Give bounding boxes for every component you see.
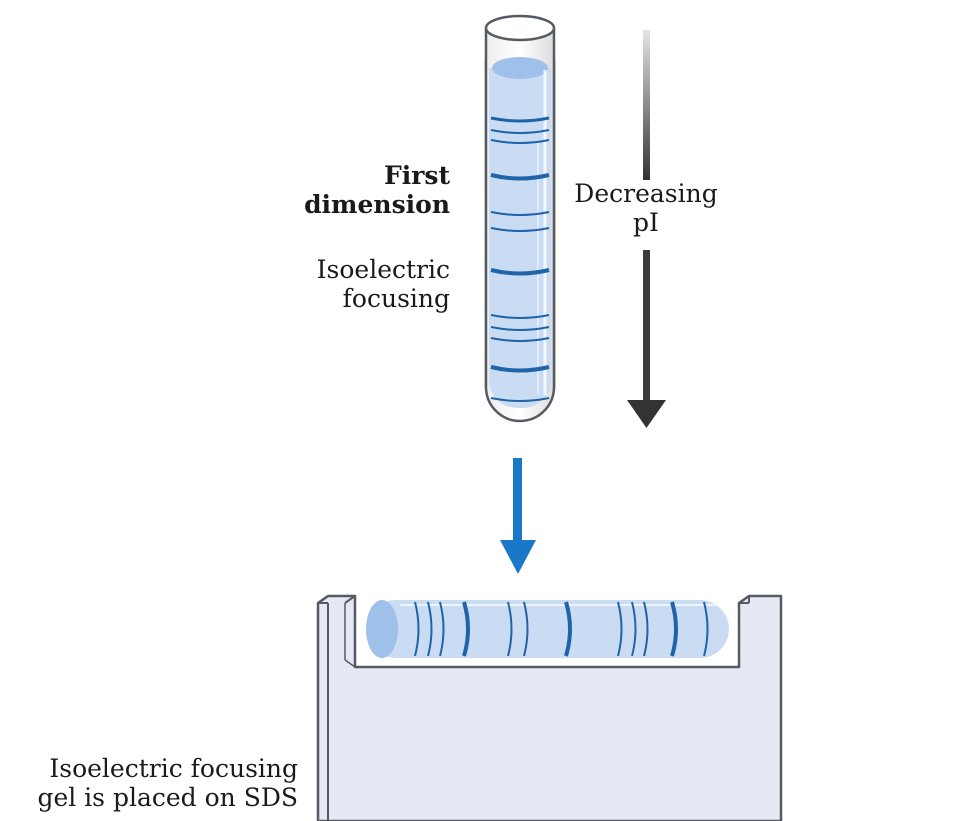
first-dimension-line-1: First — [383, 161, 450, 190]
placed-on-sds-label: Isoelectric focusing gel is placed on SD… — [37, 754, 298, 813]
transfer-arrow — [500, 458, 536, 574]
horizontal-gel-rod — [366, 600, 729, 658]
first-dimension-label: First dimension — [304, 161, 450, 220]
first-dimension-line-2: dimension — [304, 189, 450, 219]
arrow-down-icon — [627, 400, 666, 428]
tube-gel — [489, 57, 551, 408]
sds-gel-tray — [316, 594, 783, 821]
rod-bands — [414, 601, 709, 657]
tube-bands — [490, 116, 550, 402]
decreasing-pi-label: Decreasing pI — [566, 179, 726, 238]
decreasing-pi-arrow — [627, 30, 666, 428]
decreasing-pi-line-1: Decreasing — [574, 179, 718, 208]
arrow-down-icon — [500, 540, 536, 574]
isoelectric-focusing-line-1: Isoelectric — [316, 255, 450, 284]
placed-on-sds-line-1: Isoelectric focusing — [49, 754, 298, 783]
isoelectric-focusing-label: Isoelectric focusing — [316, 255, 450, 314]
decreasing-pi-line-2: pI — [633, 207, 659, 237]
placed-on-sds-line-2: gel is placed on SDS — [37, 782, 298, 812]
isoelectric-focusing-line-2: focusing — [342, 283, 450, 313]
